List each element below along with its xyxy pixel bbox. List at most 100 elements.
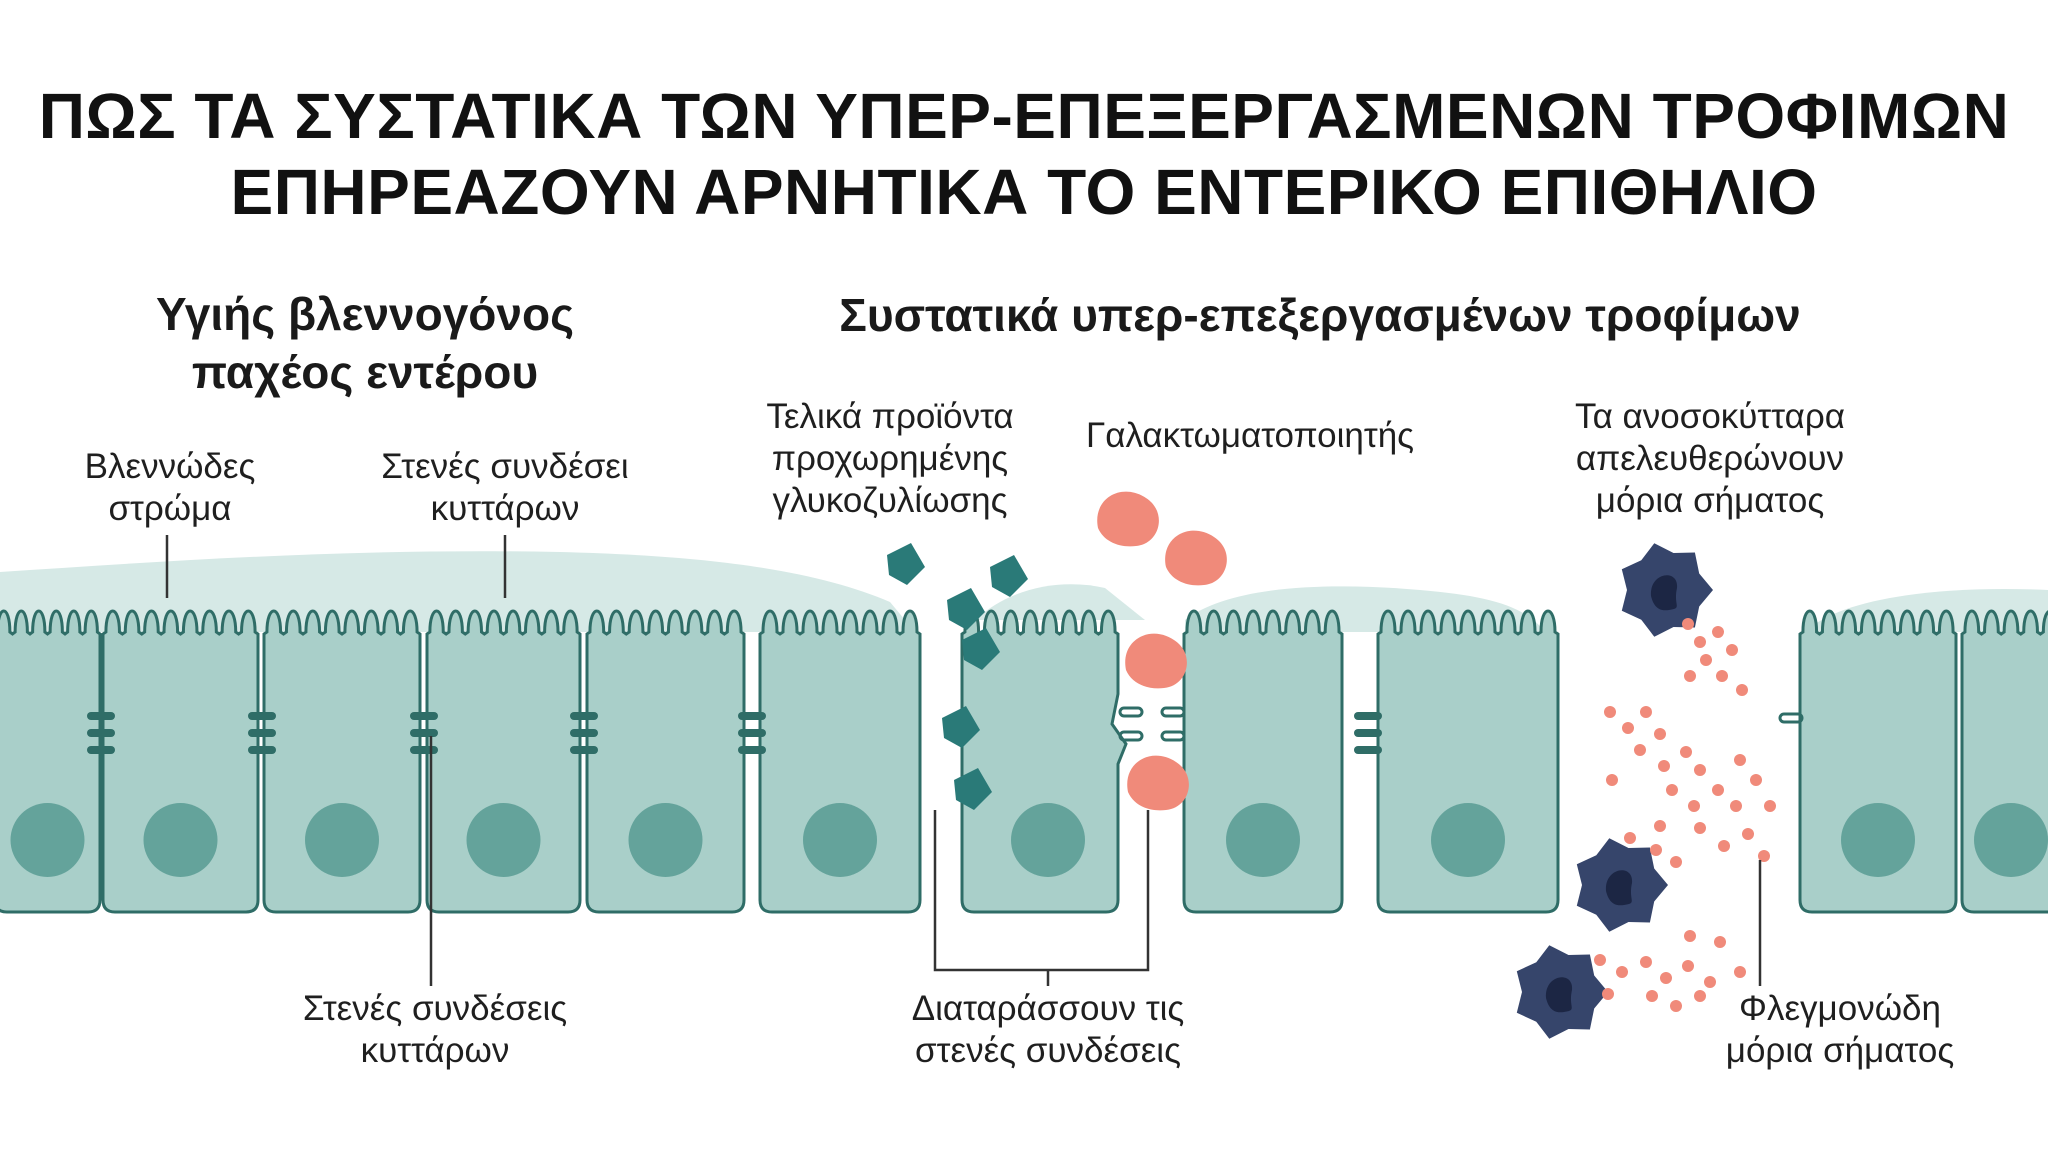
signal-dot-icon <box>1688 800 1700 812</box>
signal-dot-icon <box>1654 820 1666 832</box>
label-inflam-line-1: Φλεγμονώδη <box>1739 989 1941 1028</box>
signal-dot-icon <box>1694 990 1706 1002</box>
label-immune-line-1: Τα ανοσοκύτταρα <box>1575 397 1845 436</box>
signal-dot-icon <box>1730 800 1742 812</box>
tight-junction-bar <box>87 729 115 737</box>
signal-dot-icon <box>1758 850 1770 862</box>
label-mucus-layer: Βλεννώδες στρώμα <box>40 446 300 530</box>
label-inflam-line-2: μόρια σήματος <box>1725 1031 1955 1070</box>
signal-dot-icon <box>1712 626 1724 638</box>
age-particle-icon <box>947 588 985 630</box>
signal-dot-icon <box>1616 966 1628 978</box>
heading-healthy-line-2: παχέος εντέρου <box>191 346 539 398</box>
title-line-2: ΕΠΗΡΕΑΖΟΥΝ ΑΡΝΗΤΙΚΑ ΤΟ ΕΝΤΕΡΙΚΟ ΕΠΙΘΗΛΙΟ <box>230 156 1818 228</box>
label-tight-top-line-2: κυττάρων <box>430 489 580 528</box>
signal-dot-icon <box>1634 744 1646 756</box>
signal-dot-icon <box>1640 956 1652 968</box>
label-age-line-1: Τελικά προϊόντα <box>766 397 1014 436</box>
label-age-line-3: γλυκοζυλίωσης <box>772 481 1008 520</box>
tight-junction-bar <box>1354 712 1382 720</box>
signal-dot-icon <box>1622 722 1634 734</box>
signal-dot-icon <box>1624 832 1636 844</box>
signal-dot-icon <box>1646 990 1658 1002</box>
age-particle-icon <box>954 768 992 810</box>
epithelial-cell <box>262 609 422 914</box>
label-age-line-2: προχωρημένης <box>771 439 1009 478</box>
immune-cell-nucleus <box>1545 977 1573 1013</box>
epithelial-cell <box>960 609 1128 914</box>
signal-dot-icon <box>1714 936 1726 948</box>
tight-junction-bar <box>570 746 598 754</box>
label-tight-top-line-1: Στενές συνδέσει <box>381 447 629 486</box>
label-tight-junctions-bottom: Στενές συνδέσεις κυττάρων <box>265 988 605 1072</box>
label-emulsifier: Γαλακτωματοποιητής <box>1050 415 1450 457</box>
signal-dot-icon <box>1694 822 1706 834</box>
signal-dot-icon <box>1694 764 1706 776</box>
epithelial-cell <box>1182 609 1344 914</box>
particles <box>887 491 1776 1039</box>
signal-dot-icon <box>1700 654 1712 666</box>
signal-dot-icon <box>1658 760 1670 772</box>
signal-dot-icon <box>1682 960 1694 972</box>
signal-dot-icon <box>1750 774 1762 786</box>
cell-nucleus <box>1226 803 1300 877</box>
tight-junction-bar <box>1354 729 1382 737</box>
emulsifier-particle-icon <box>1097 491 1159 547</box>
label-age-products: Τελικά προϊόντα προχωρημένης γλυκοζυλίωσ… <box>730 396 1050 522</box>
signal-dot-icon <box>1684 670 1696 682</box>
disrupted-junction <box>1160 730 1186 742</box>
signal-dot-icon <box>1764 800 1776 812</box>
cell-nucleus <box>466 803 541 877</box>
signal-dot-icon <box>1734 966 1746 978</box>
cell-nucleus <box>1431 803 1505 877</box>
epithelial-cell <box>1376 609 1560 914</box>
cell-nucleus <box>143 803 218 877</box>
signal-dot-icon <box>1606 774 1618 786</box>
signal-dot-icon <box>1604 706 1616 718</box>
disrupted-junction <box>1778 712 1804 724</box>
label-immune-cells: Τα ανοσοκύτταρα απελευθερώνουν μόρια σήμ… <box>1540 396 1880 522</box>
tight-junction-bar <box>410 746 438 754</box>
tight-junction-bar <box>87 746 115 754</box>
immune-cell-nucleus <box>1650 575 1678 611</box>
epithelial-cells <box>0 609 2048 914</box>
tight-junction-bar <box>410 712 438 720</box>
tight-junction-bar <box>738 746 766 754</box>
label-immune-line-2: απελευθερώνουν <box>1575 439 1845 478</box>
epithelial-cell <box>425 609 582 914</box>
label-inflammatory-signals: Φλεγμονώδη μόρια σήματος <box>1690 988 1990 1072</box>
age-particle-icon <box>990 555 1028 597</box>
page-title: ΠΩΣ ΤΑ ΣΥΣΤΑΤΙΚΑ ΤΩΝ ΥΠΕΡ-ΕΠΕΞΕΡΓΑΣΜΕΝΩΝ… <box>0 78 2048 230</box>
label-tight-junctions-top: Στενές συνδέσει κυττάρων <box>355 446 655 530</box>
cell-nucleus <box>628 803 703 877</box>
emulsifier-particle-icon <box>1127 755 1189 811</box>
tight-junction-bar <box>1354 746 1382 754</box>
disrupted-junction <box>1118 706 1144 718</box>
disrupted-junction <box>1118 730 1144 742</box>
mucus-layer-center <box>975 584 1145 620</box>
heading-healthy-mucosa: Υγιής βλεννογόνος παχέος εντέρου <box>145 285 585 401</box>
signal-dot-icon <box>1670 856 1682 868</box>
tight-junction-bar <box>248 712 276 720</box>
label-disrupt-line-2: στενές συνδέσεις <box>915 1031 1181 1070</box>
cell-nucleus <box>1011 803 1085 877</box>
age-particle-icon <box>887 543 925 585</box>
label-disrupt-line-1: Διαταράσσουν τις <box>911 989 1185 1028</box>
label-tight-bottom-line-1: Στενές συνδέσεις <box>302 989 568 1028</box>
signal-dot-icon <box>1640 706 1652 718</box>
signal-dot-icon <box>1694 636 1706 648</box>
label-mucus-line-1: Βλεννώδες <box>84 447 256 486</box>
epithelial-cell <box>585 609 746 914</box>
cell-nucleus <box>10 803 85 877</box>
epithelial-cell <box>1798 609 1958 914</box>
label-mucus-line-2: στρώμα <box>108 489 232 528</box>
tight-junction-bar <box>738 712 766 720</box>
epithelial-cell <box>101 609 260 914</box>
disrupted-junction <box>1160 706 1186 718</box>
heading-healthy-line-1: Υγιής βλεννογόνος <box>156 288 574 340</box>
heading-upf-ingredients: Συστατικά υπερ-επεξεργασμένων τροφίμων <box>790 286 1850 344</box>
epithelial-cell <box>758 609 922 914</box>
emulsifier-particle-icon <box>1165 530 1227 586</box>
